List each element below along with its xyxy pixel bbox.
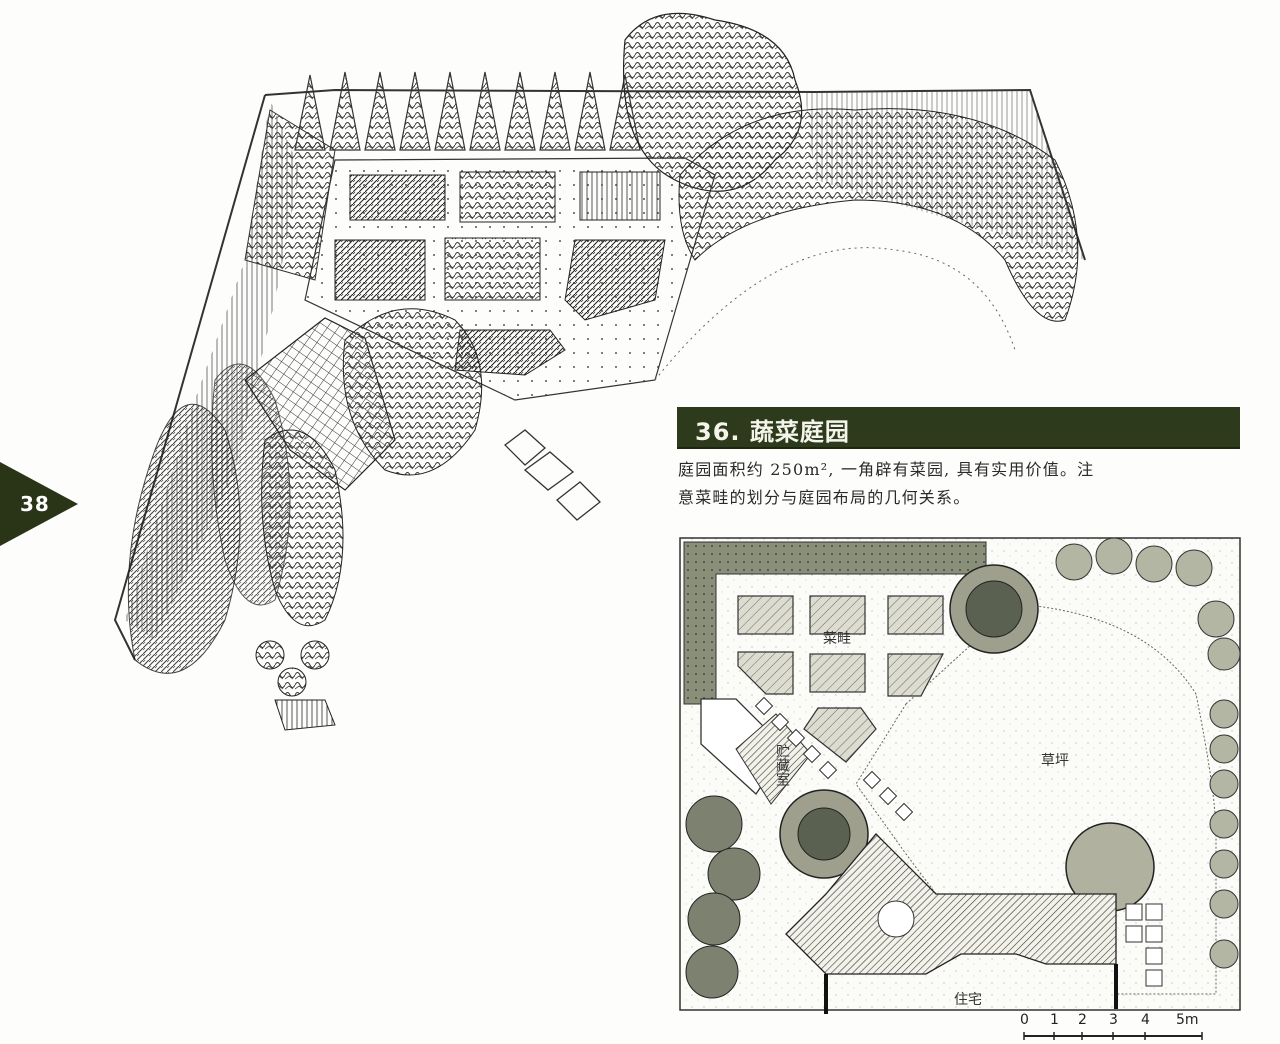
section-title-bar: 36. 蔬菜庭园	[677, 407, 1240, 449]
description-line-1: 庭园面积约 250m², 一角辟有菜园, 具有实用价值。注	[678, 460, 1095, 479]
scale-tick-4: 4	[1141, 1012, 1150, 1028]
scale-tick-3: 3	[1109, 1012, 1118, 1028]
page-number: 38	[20, 492, 50, 516]
label-storage: 贮藏室	[774, 744, 790, 786]
label-vegetable-beds: 菜畦	[823, 631, 851, 647]
scale-tick-1: 1	[1050, 1012, 1059, 1028]
perspective-sketch	[95, 0, 1095, 740]
section-description: 庭园面积约 250m², 一角辟有菜园, 具有实用价值。注 意菜畦的划分与庭园布…	[678, 456, 1240, 512]
scale-bar-line	[1023, 1032, 1203, 1040]
label-lawn: 草坪	[1041, 753, 1069, 769]
triangle-tab-icon	[0, 462, 78, 546]
garden-plan: 菜畦 贮藏室 草坪 住宅	[676, 534, 1242, 1034]
garden-plan-drawing	[679, 537, 1241, 1014]
scale-tick-0: 0	[1020, 1012, 1029, 1028]
description-line-2: 意菜畦的划分与庭园布局的几何关系。	[678, 488, 971, 507]
page-number-tab: 38	[0, 462, 80, 546]
scale-tick-5: 5m	[1176, 1012, 1199, 1028]
scale-bar: 0 1 2 3 4 5m	[1018, 1012, 1208, 1042]
section-title: 36. 蔬菜庭园	[695, 418, 850, 446]
scale-tick-2: 2	[1078, 1012, 1087, 1028]
garden-perspective-illustration	[113, 12, 1086, 731]
label-house: 住宅	[954, 992, 982, 1008]
